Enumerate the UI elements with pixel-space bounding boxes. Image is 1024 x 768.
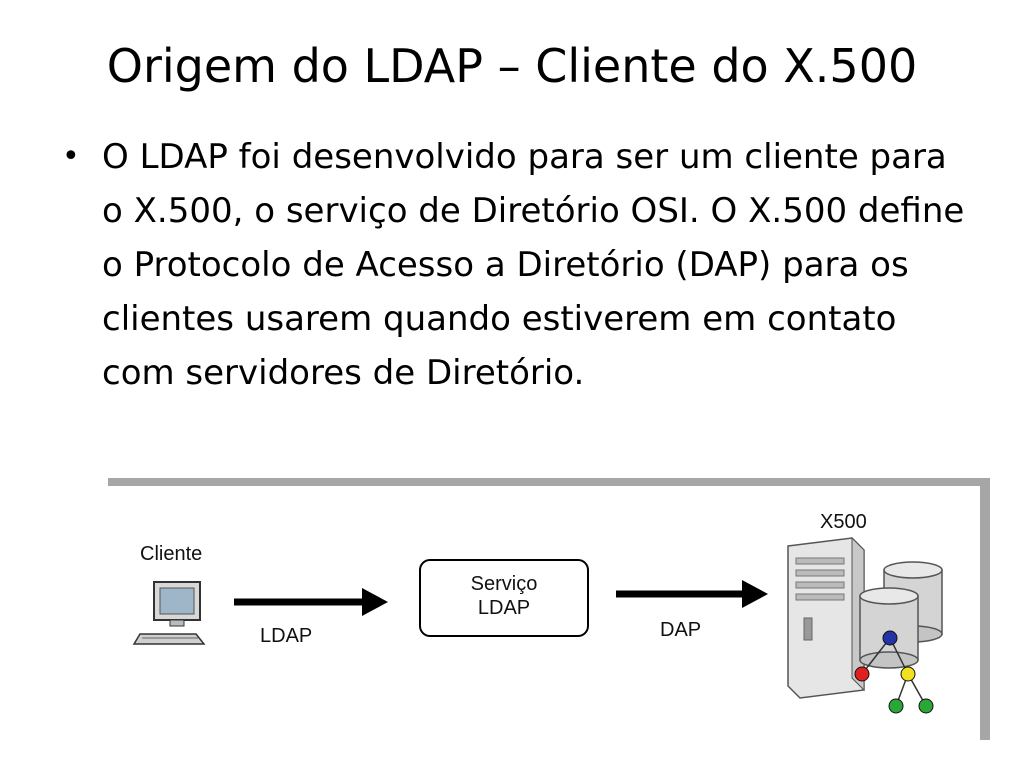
frame-top-edge [108, 478, 990, 486]
directory-tree-icon [854, 630, 934, 714]
bullet-dot-icon: • [62, 139, 80, 174]
bullet-item: • O LDAP foi desenvolvido para ser um cl… [62, 130, 972, 400]
server-tower-icon [787, 536, 865, 699]
ldap-diagram: Cliente LDAP Serviço LDAP [108, 478, 990, 740]
frame-right-edge [980, 478, 990, 740]
client-computer-icon [132, 581, 206, 645]
diagram-canvas: Cliente LDAP Serviço LDAP [108, 478, 990, 740]
service-label-line2: LDAP [478, 597, 530, 619]
dap-arrow-label: DAP [660, 619, 701, 641]
ldap-arrow-icon [234, 588, 388, 616]
service-label-line1: Serviço [471, 573, 538, 595]
bullet-text: O LDAP foi desenvolvido para ser um clie… [102, 137, 965, 393]
slide-title: Origem do LDAP – Cliente do X.500 [106, 39, 918, 93]
service-ldap-box [419, 559, 589, 637]
database-icon-front [859, 587, 919, 669]
server-label: X500 [820, 511, 867, 533]
dap-arrow-icon [616, 580, 768, 608]
ldap-arrow-label: LDAP [260, 625, 312, 647]
client-label: Cliente [140, 543, 202, 565]
